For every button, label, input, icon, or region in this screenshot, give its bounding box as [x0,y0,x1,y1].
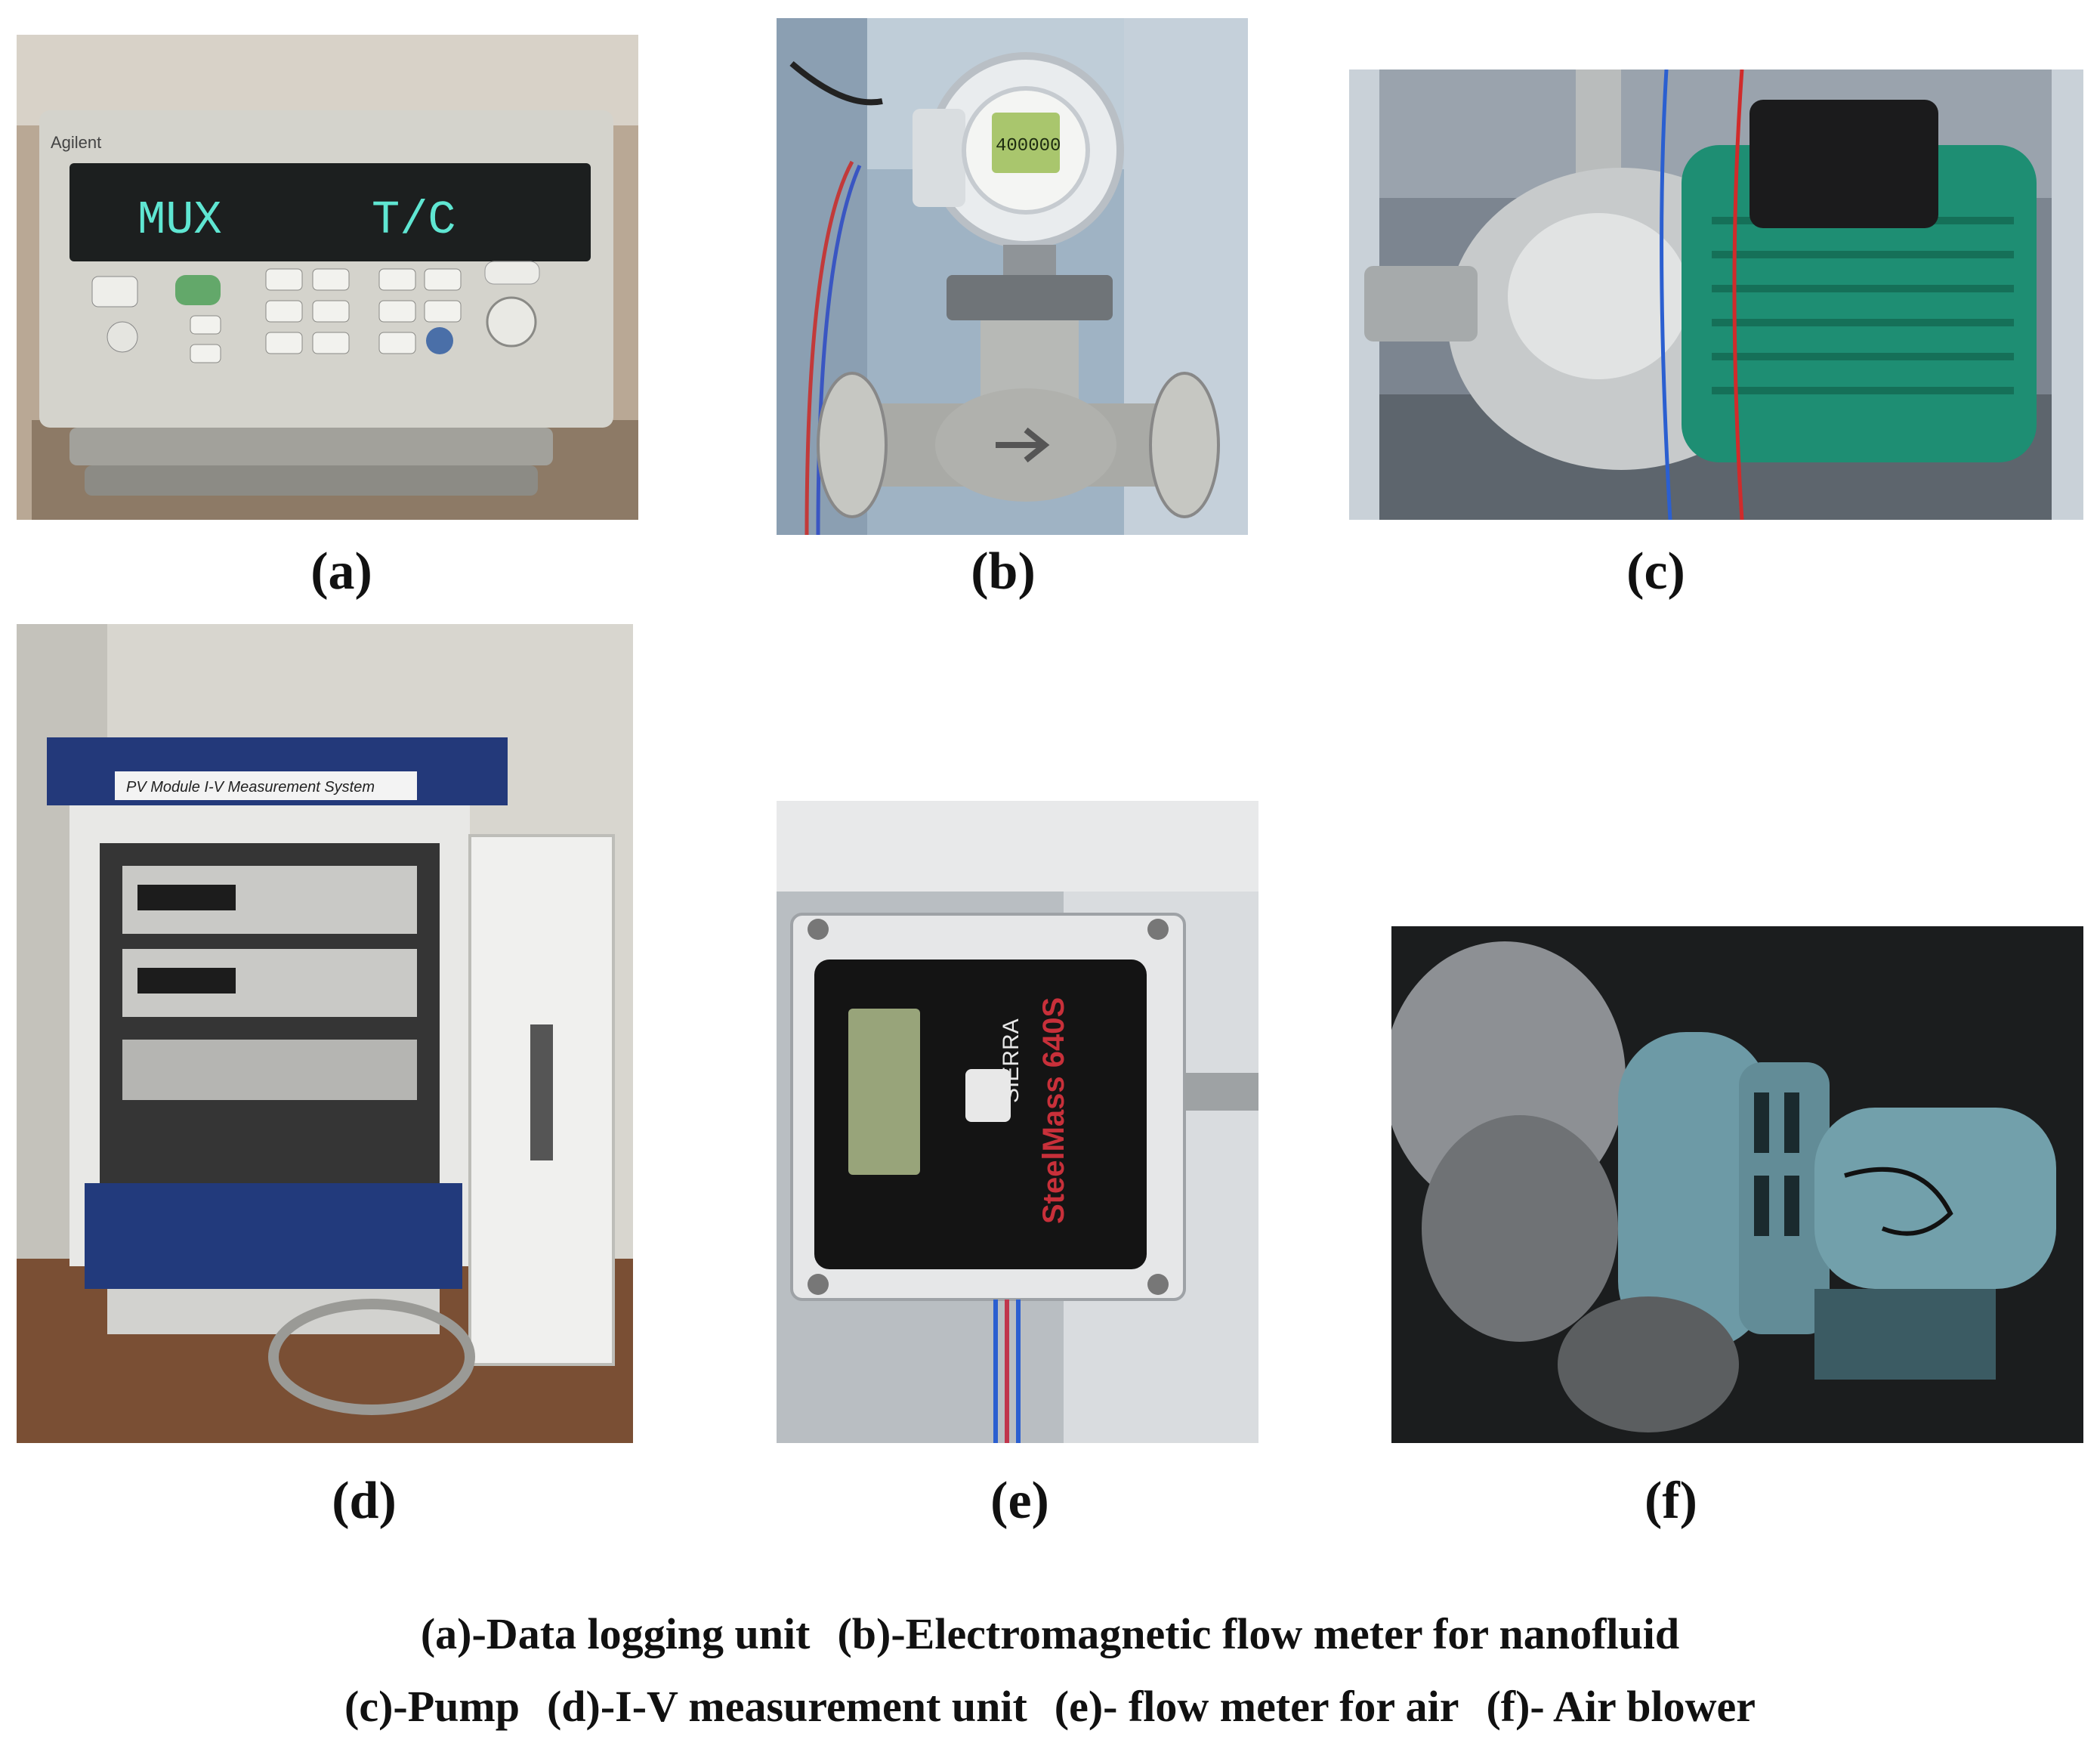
caption-item-c: (c)-Pump [344,1682,520,1731]
panel-label-c: (c) [1626,542,1685,601]
caption-item-f: (f)- Air blower [1486,1682,1756,1731]
lcd-right-text: T/C [372,193,456,247]
panel-label-e: (e) [990,1472,1049,1530]
caption-item-e: (e)- flow meter for air [1054,1682,1459,1731]
caption-line-1: (a)-Data logging unit (b)-Electromagnetic… [0,1609,2100,1660]
model-text: SteelMass 640S [1037,997,1070,1224]
photo-pump [1349,70,2083,520]
photo-iv-measurement-unit: PV Module I-V Measurement System [17,624,633,1443]
brand-text: SIERRA [999,1018,1024,1103]
photo-air-blower [1391,926,2083,1443]
panel-label-f: (f) [1644,1472,1697,1530]
meter-display-text: 400000 [996,136,1061,156]
photo-electromagnetic-flow-meter: 400000 [777,18,1248,535]
panel-label-d: (d) [332,1472,397,1530]
caption-line-2: (c)-Pump (d)-I-V measurement unit (e)- flo… [0,1682,2100,1732]
panel-label-b: (b) [971,542,1036,601]
brand-text: Agilent [51,133,101,152]
caption-item-b: (b)-Electromagnetic flow meter for nanof… [837,1609,1680,1658]
photo-air-flow-meter: SIERRA SteelMass 640S [777,801,1258,1443]
panel-label-a: (a) [310,542,372,601]
caption-item-d: (d)-I-V measurement unit [546,1682,1027,1731]
lcd-left-text: MUX [137,193,222,247]
photo-data-logging-unit: MUX T/C Agilent [17,35,638,520]
cabinet-title-text: PV Module I-V Measurement System [126,779,375,796]
caption-item-a: (a)-Data logging unit [420,1609,811,1658]
